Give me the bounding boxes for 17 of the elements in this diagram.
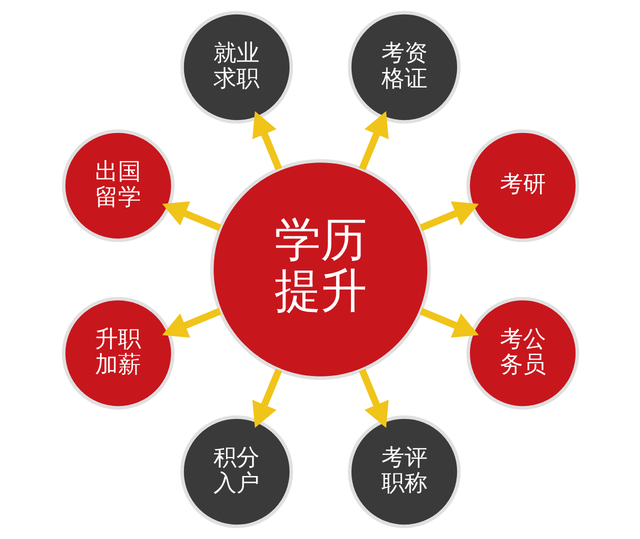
arrow [252, 111, 282, 170]
arrow [162, 308, 221, 338]
node-circle: 考公务员 [466, 296, 579, 410]
node-circle: 积分入户 [180, 415, 293, 528]
node-circle: 考资格证 [347, 10, 460, 124]
arrow [419, 308, 478, 338]
node-circle: 出国留学 [61, 129, 174, 242]
node-circle: 考研 [466, 129, 579, 242]
arrow [419, 201, 478, 232]
arrow [358, 111, 388, 170]
node-circle: 学历提升 [210, 159, 430, 380]
node-circle: 就业求职 [180, 10, 293, 124]
arrow [252, 368, 282, 428]
arrow [162, 201, 221, 232]
arrow [358, 368, 388, 428]
node-circle: 升职加薪 [61, 296, 174, 410]
node-circle: 考评职称 [347, 415, 460, 528]
